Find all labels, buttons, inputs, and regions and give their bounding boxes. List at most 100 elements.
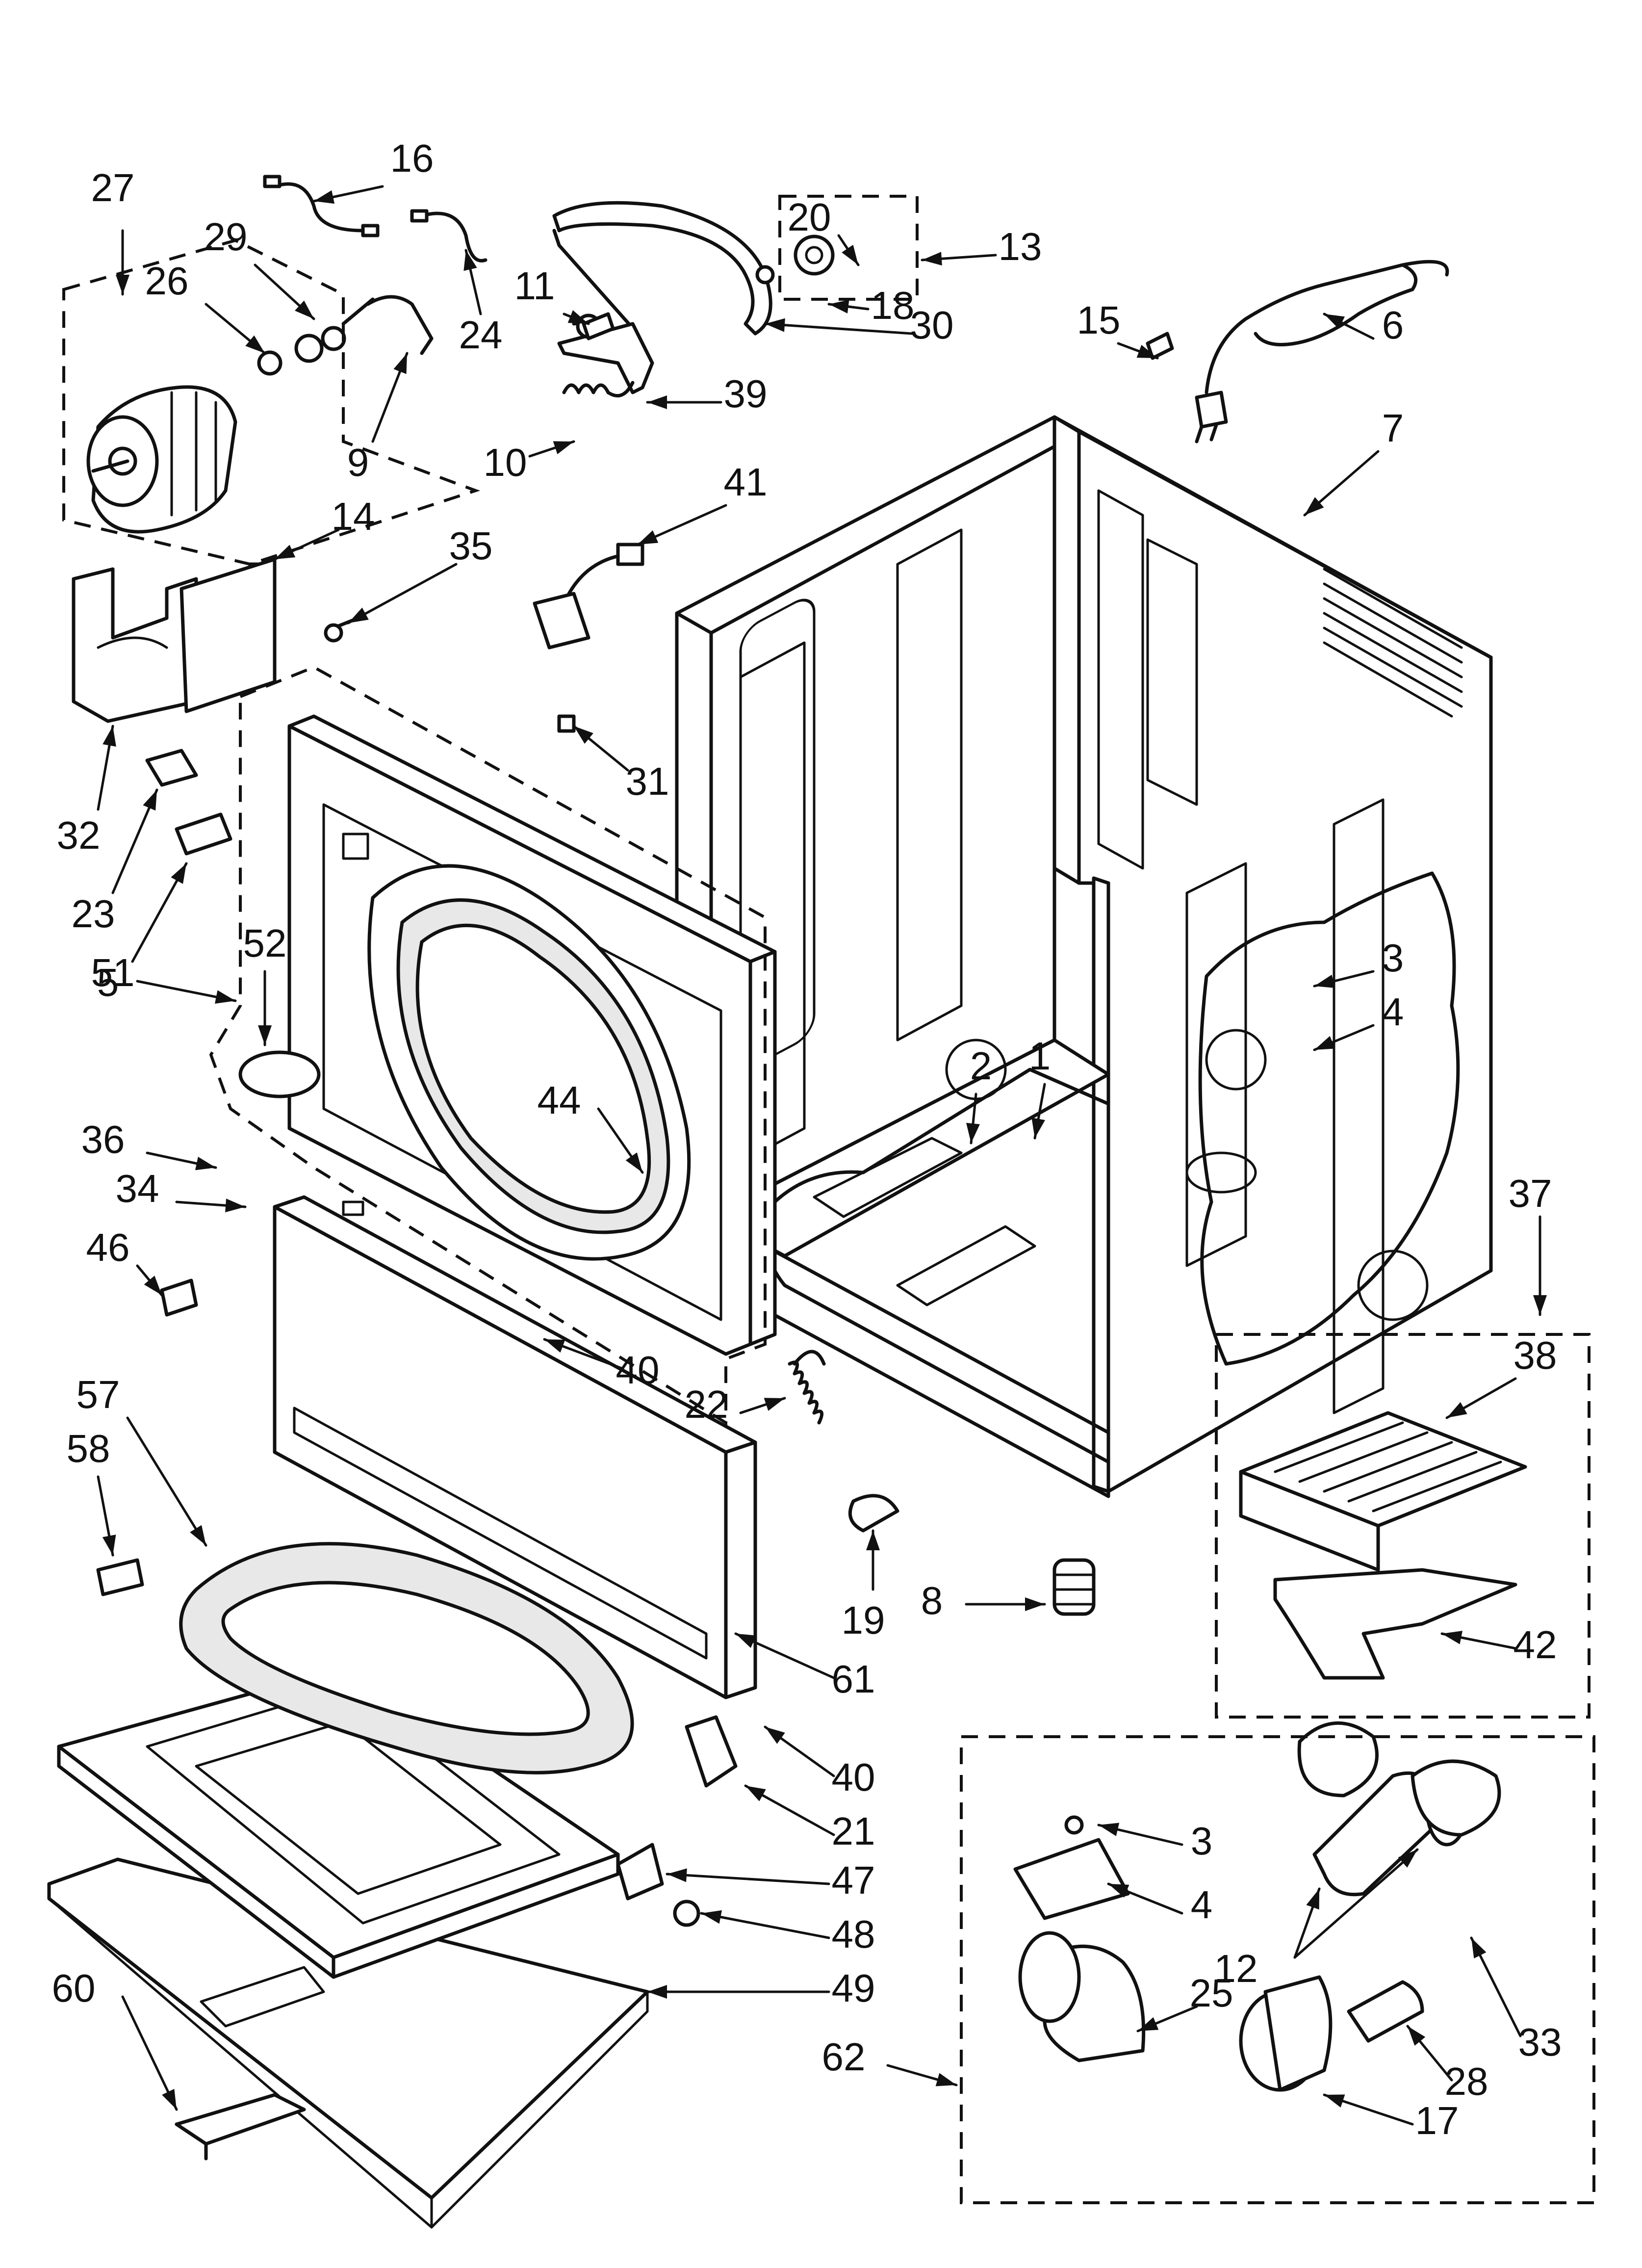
- lint-screen-part-38: [1239, 1411, 1527, 1572]
- callout-c18-arrowhead: [829, 300, 849, 313]
- callout-c1: 1: [1029, 1034, 1051, 1078]
- callout-c39: 39: [724, 372, 768, 416]
- callout-c46-arrowhead: [144, 1276, 162, 1295]
- callout-c12-arrowhead: [1306, 1889, 1319, 1910]
- callout-c33-arrowhead: [1471, 1938, 1487, 1959]
- callout-c29: 29: [204, 215, 248, 259]
- callout-c27: 27: [91, 166, 135, 209]
- callout-c36: 36: [81, 1118, 125, 1161]
- hinge-part-47: [616, 1843, 664, 1901]
- callout-c10-arrowhead: [553, 441, 574, 454]
- callout-c40a: 40: [616, 1348, 660, 1392]
- callout-c4a-arrowhead: [1314, 1036, 1335, 1050]
- callout-c48-arrowhead: [701, 1910, 722, 1924]
- exhaust-kit-part-62: [1013, 1721, 1501, 2092]
- callout-c38-arrowhead: [1447, 1402, 1467, 1418]
- callout-c48: 48: [832, 1912, 875, 1956]
- callout-c61-arrowhead: [736, 1634, 757, 1648]
- callout-c16: 16: [390, 136, 434, 180]
- door-catch-part-21: [685, 1715, 738, 1788]
- wire-harness-part-24: [410, 209, 487, 262]
- callout-c60-leader: [121, 1995, 178, 2111]
- idler-pulley-part-20: [755, 235, 835, 285]
- callout-c17-arrowhead: [1324, 2094, 1345, 2108]
- callout-c36-arrowhead: [195, 1156, 216, 1171]
- callout-c11: 11: [514, 264, 555, 308]
- callout-c3b-arrowhead: [1099, 1823, 1120, 1836]
- callout-c37-arrowhead: [1533, 1295, 1547, 1315]
- callout-c3b: 3: [1191, 1819, 1213, 1863]
- callout-c34: 34: [116, 1167, 159, 1210]
- pulley-kit-boundary: [778, 195, 919, 301]
- callout-c41-arrowhead: [638, 530, 659, 545]
- callout-c42-arrowhead: [1442, 1631, 1462, 1644]
- callout-c12-b-leader: [1293, 1848, 1419, 1959]
- door-strike-part-60: [175, 2093, 306, 2161]
- callout-c57-arrowhead: [190, 1525, 206, 1545]
- callout-c16-arrowhead: [314, 190, 335, 204]
- clip-part-19: [848, 1494, 899, 1533]
- motor-kit-boundary: [62, 238, 481, 566]
- callout-c22: 22: [685, 1382, 728, 1426]
- callout-c18: 18: [871, 284, 915, 327]
- callout-c52: 52: [243, 921, 287, 965]
- callout-c46: 46: [86, 1225, 130, 1269]
- callout-c57: 57: [77, 1373, 120, 1416]
- callout-c5-arrowhead: [171, 863, 186, 884]
- callout-c47-leader: [666, 1873, 830, 1885]
- callout-c8: 8: [921, 1579, 943, 1622]
- thermal-fuse-part-41: [533, 543, 644, 650]
- clip-part-52: [238, 1050, 321, 1098]
- leader-lines: [97, 185, 1547, 2126]
- callout-c39-arrowhead: [647, 395, 667, 409]
- callout-c33: 33: [1518, 2020, 1562, 2064]
- callout-c61: 61: [832, 1657, 875, 1701]
- callout-c49-arrowhead: [647, 1985, 667, 1999]
- door-switch-part-23: [145, 749, 198, 787]
- callout-c12-b-arrowhead: [1398, 1850, 1417, 1868]
- callout-c58: 58: [67, 1427, 110, 1470]
- callout-c48-leader: [700, 1912, 830, 1939]
- callout-c13: 13: [999, 225, 1042, 268]
- callout-c44-arrowhead: [625, 1152, 642, 1173]
- screw-part-11: [582, 312, 615, 340]
- callout-c44: 44: [538, 1078, 581, 1122]
- callout-c60: 60: [52, 1966, 96, 2010]
- callout-c15-arrowhead: [1136, 344, 1157, 358]
- callout-c26-arrowhead: [245, 335, 265, 353]
- callout-c4a: 4: [1382, 990, 1404, 1034]
- callout-c60-arrowhead: [162, 2088, 177, 2110]
- power-cord-part-6: [1195, 260, 1449, 443]
- callout-c32-arrowhead: [103, 726, 116, 747]
- callout-c38: 38: [1514, 1333, 1557, 1377]
- callout-c58-arrowhead: [102, 1535, 116, 1555]
- switch-part-5: [175, 812, 232, 856]
- callout-c23-arrowhead: [143, 790, 157, 811]
- callout-c30-leader: [764, 322, 914, 335]
- callout-c49: 49: [832, 1966, 875, 2010]
- callout-c40b-arrowhead: [765, 1727, 785, 1744]
- callout-c40b: 40: [832, 1755, 875, 1799]
- callout-c40a-arrowhead: [544, 1339, 565, 1353]
- motor-strap-part-9: [341, 295, 434, 355]
- door-opening-kit-boundary: [209, 665, 767, 1426]
- callout-c21-arrowhead: [745, 1786, 766, 1801]
- callout-c57-leader: [126, 1416, 207, 1547]
- callout-c42: 42: [1514, 1623, 1557, 1667]
- callout-c6: 6: [1382, 303, 1404, 347]
- hinge-pin-part-46: [160, 1278, 198, 1317]
- toe-panel-part-61: [273, 1195, 757, 1699]
- clip-part-58: [96, 1558, 144, 1596]
- callout-c23: 23: [72, 892, 115, 936]
- callout-c37: 37: [1509, 1172, 1552, 1215]
- drum-belt-part-30: [552, 201, 772, 336]
- callout-c34-arrowhead: [225, 1199, 245, 1213]
- callout-c30: 30: [910, 303, 954, 347]
- wire-harness-part-16: [263, 175, 380, 237]
- callout-c15: 15: [1077, 298, 1121, 342]
- callout-c62-arrowhead: [935, 2073, 956, 2086]
- callout-c27-arrowhead: [116, 275, 129, 294]
- callout-c29-arrowhead: [295, 300, 314, 319]
- spring-part-22: [788, 1350, 826, 1425]
